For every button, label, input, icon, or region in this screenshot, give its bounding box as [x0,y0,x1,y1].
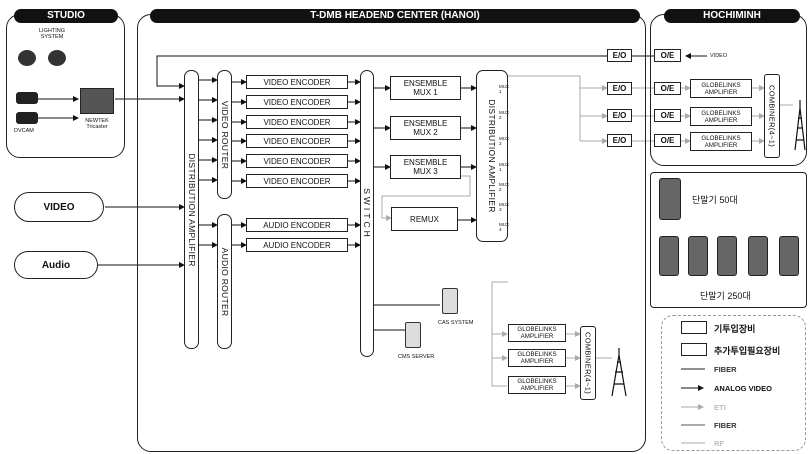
legend-rf-label: RF [714,439,724,448]
legend-analog-video-label: ANALOG VIDEO [714,384,772,393]
legend-fiber2-label: FIBER [714,421,737,430]
legend-fiber-label: FIBER [714,365,737,374]
legend-eti-label: ETI [714,403,726,412]
